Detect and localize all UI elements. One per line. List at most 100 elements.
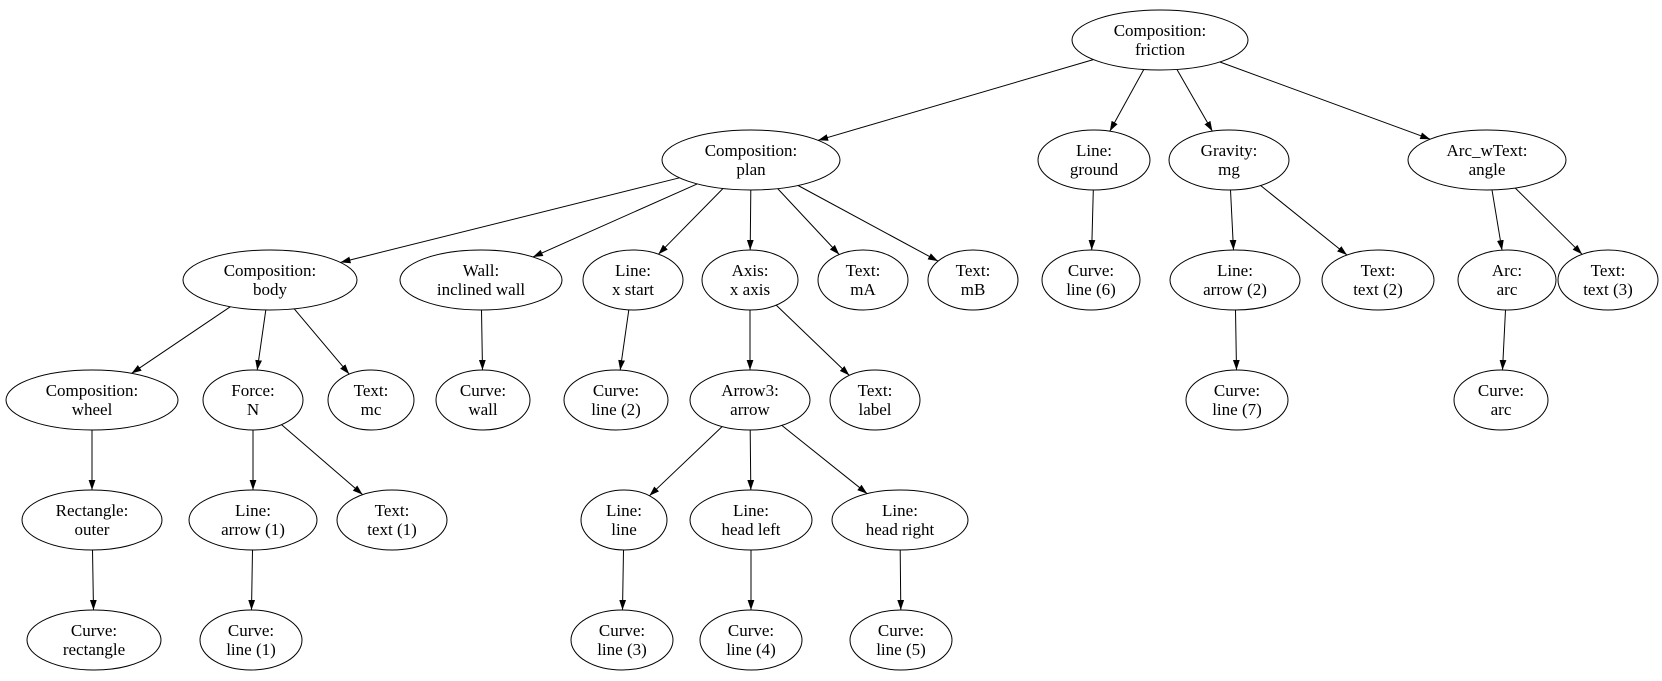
node-text1: Text:text (1) xyxy=(336,489,448,551)
edge-body-forceN xyxy=(255,309,267,371)
node-label-text3: Text:text (3) xyxy=(1583,261,1633,299)
node-ellipse-mA xyxy=(817,249,909,311)
edge-friction-ground xyxy=(1109,69,1145,132)
node-ellipse-curverect xyxy=(26,609,162,671)
node-label-xstart: Line:x start xyxy=(612,261,654,299)
node-lineline: Line:line xyxy=(580,489,668,551)
node-ellipse-xstart xyxy=(582,249,684,311)
node-mA: Text:mA xyxy=(817,249,909,311)
node-ellipse-curvearc xyxy=(1453,369,1549,431)
node-ellipse-line3 xyxy=(570,609,674,671)
node-ellipse-label xyxy=(829,369,921,431)
node-label-headleft: Line:head left xyxy=(722,501,781,539)
edge-plan-wall xyxy=(532,183,698,258)
node-label-line4: Curve:line (4) xyxy=(726,621,776,659)
edge-outer-curverect xyxy=(89,549,97,611)
node-ellipse-xaxis xyxy=(701,249,799,311)
node-line7: Curve:line (7) xyxy=(1185,369,1289,431)
node-label-xaxis: Axis:x axis xyxy=(730,261,770,299)
edge-xaxis-label xyxy=(775,304,850,376)
nodes-layer: Composition:frictionComposition:planLine… xyxy=(5,9,1659,671)
node-label-angle: Arc_wText:angle xyxy=(1447,141,1528,179)
node-mB: Text:mB xyxy=(927,249,1019,311)
node-ellipse-friction xyxy=(1071,9,1249,71)
node-label-line5: Curve:line (5) xyxy=(876,621,926,659)
edge-arrow3-lineline xyxy=(649,426,723,497)
node-label-lineline: Line:line xyxy=(606,501,642,539)
node-body: Composition:body xyxy=(182,249,358,311)
node-label-line7: Curve:line (7) xyxy=(1212,381,1262,419)
node-label-arrow3: Arrow3:arrow xyxy=(721,381,779,419)
node-ellipse-arc xyxy=(1457,249,1557,311)
node-ellipse-arrow1 xyxy=(188,489,318,551)
node-line4: Curve:line (4) xyxy=(699,609,803,671)
edge-friction-plan xyxy=(817,59,1094,141)
node-forceN: Force:N xyxy=(202,369,304,431)
node-label-line6: Curve:line (6) xyxy=(1066,261,1116,299)
node-mg: Gravity:mg xyxy=(1168,129,1290,191)
edge-ground-line6 xyxy=(1088,189,1096,251)
edge-friction-mg xyxy=(1176,69,1213,132)
node-ellipse-line5 xyxy=(849,609,953,671)
node-text3: Text:text (3) xyxy=(1557,249,1659,311)
node-ellipse-wheel xyxy=(5,369,179,431)
node-label-text2: Text:text (2) xyxy=(1353,261,1403,299)
node-arrow3: Arrow3:arrow xyxy=(689,369,811,431)
node-label-outer: Rectangle:outer xyxy=(56,501,129,539)
edge-angle-arc xyxy=(1491,189,1504,251)
node-ellipse-text3 xyxy=(1557,249,1659,311)
node-line5: Curve:line (5) xyxy=(849,609,953,671)
node-ellipse-line2 xyxy=(563,369,669,431)
node-text2: Text:text (2) xyxy=(1321,249,1435,311)
node-label-forceN: Force:N xyxy=(231,381,274,419)
node-headright: Line:head right xyxy=(831,489,969,551)
node-outer: Rectangle:outer xyxy=(21,489,163,551)
edge-mg-text2 xyxy=(1260,185,1348,256)
node-ellipse-line6 xyxy=(1041,249,1141,311)
node-headleft: Line:head left xyxy=(689,489,813,551)
node-label-plan: Composition:plan xyxy=(705,141,798,179)
edge-arrow3-headright xyxy=(781,425,868,495)
node-ground: Line:ground xyxy=(1037,129,1151,191)
node-ellipse-line4 xyxy=(699,609,803,671)
edge-forceN-text1 xyxy=(281,424,363,495)
edge-angle-text3 xyxy=(1514,187,1583,255)
edge-plan-mB xyxy=(797,185,939,262)
edge-plan-xaxis xyxy=(746,189,754,251)
edge-arrow1-line1 xyxy=(248,549,256,611)
node-label-arrow1: Line:arrow (1) xyxy=(221,501,285,539)
node-label-mB: Text:mB xyxy=(956,261,991,299)
edge-arrow2-line7 xyxy=(1232,309,1240,371)
node-label-curverect: Curve:rectangle xyxy=(63,621,125,659)
node-xaxis: Axis:x axis xyxy=(701,249,799,311)
node-mc: Text:mc xyxy=(327,369,415,431)
node-label-line2: Curve:line (2) xyxy=(591,381,641,419)
node-ellipse-text2 xyxy=(1321,249,1435,311)
node-label-arrow2: Line:arrow (2) xyxy=(1203,261,1267,299)
node-ellipse-mB xyxy=(927,249,1019,311)
edge-arrow3-headleft xyxy=(747,429,755,491)
node-ellipse-line1 xyxy=(199,609,303,671)
node-label-wheel: Composition:wheel xyxy=(46,381,139,419)
edges-layer xyxy=(88,59,1583,611)
node-ellipse-arrow2 xyxy=(1169,249,1301,311)
node-line6: Curve:line (6) xyxy=(1041,249,1141,311)
node-label-line1: Curve:line (1) xyxy=(226,621,276,659)
edge-lineline-line3 xyxy=(619,549,627,611)
edge-body-mc xyxy=(293,308,350,375)
node-label-body: Composition:body xyxy=(224,261,317,299)
node-wall: Wall:inclined wall xyxy=(399,249,563,311)
node-ellipse-headleft xyxy=(689,489,813,551)
node-arrow1: Line:arrow (1) xyxy=(188,489,318,551)
node-label-label: Text:label xyxy=(858,381,893,419)
node-arc: Arc:arc xyxy=(1457,249,1557,311)
node-label-mc: Text:mc xyxy=(354,381,389,419)
node-plan: Composition:plan xyxy=(661,129,841,191)
node-label-wall: Wall:inclined wall xyxy=(437,261,526,299)
node-ellipse-body xyxy=(182,249,358,311)
node-curvearc: Curve:arc xyxy=(1453,369,1549,431)
node-angle: Arc_wText:angle xyxy=(1407,129,1567,191)
edge-plan-mA xyxy=(777,188,840,255)
